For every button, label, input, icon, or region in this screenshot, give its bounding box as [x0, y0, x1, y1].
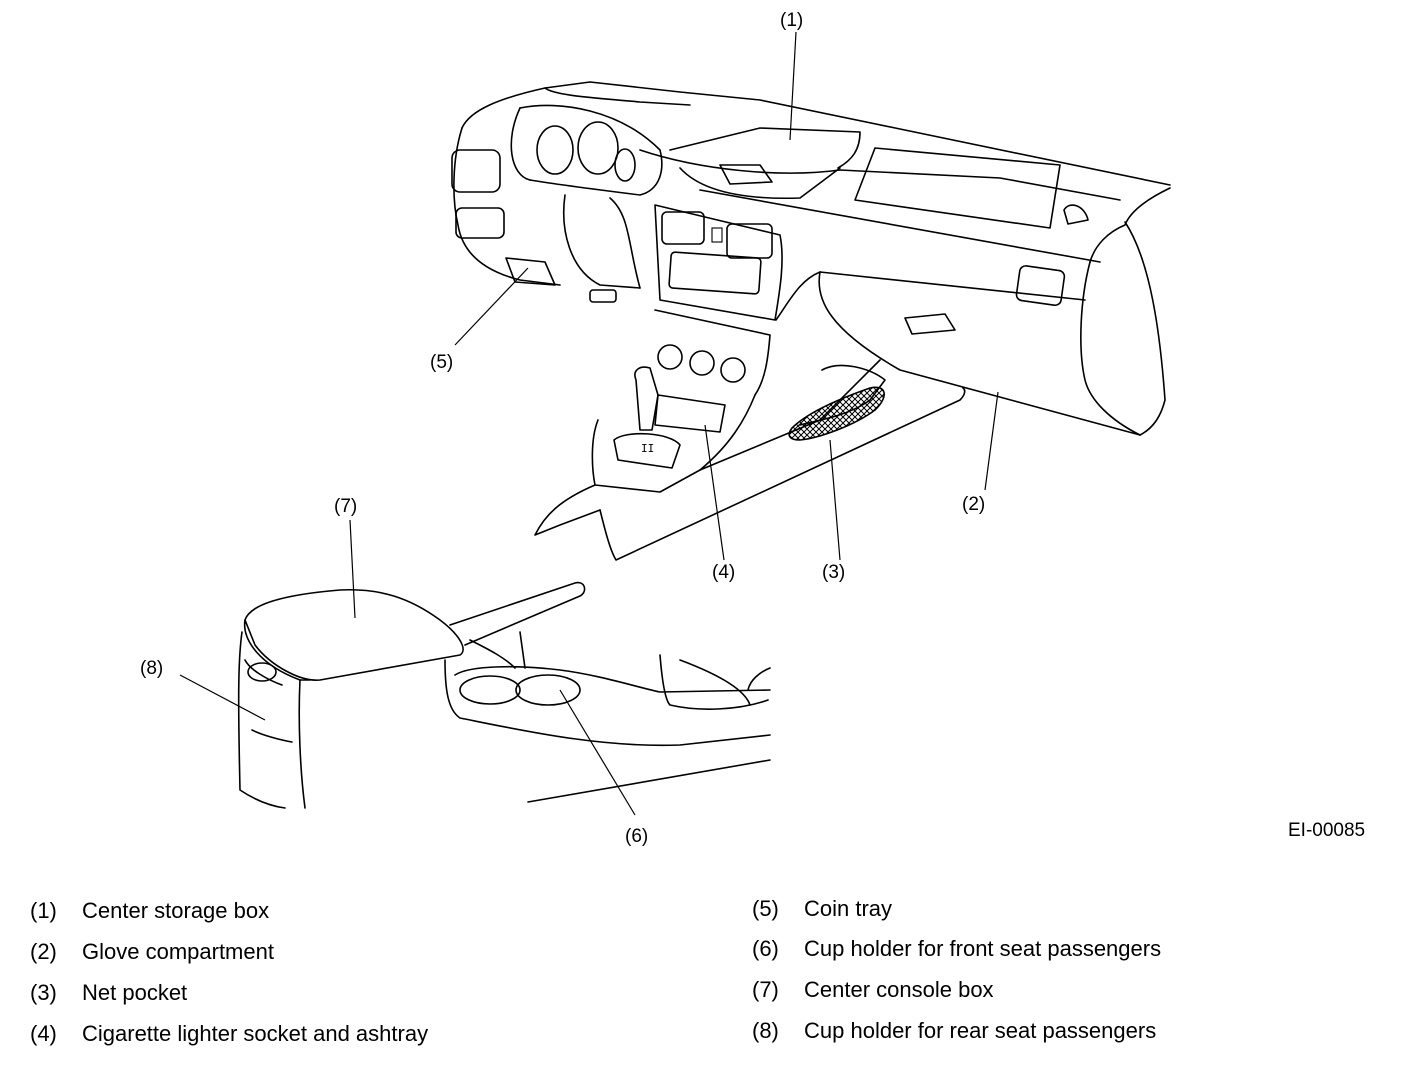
- leader-lines: [179, 31, 999, 816]
- callout-8: (8): [140, 658, 164, 679]
- legend-number: (8): [752, 1018, 779, 1043]
- center-console: [237, 581, 771, 809]
- svg-text:II: II: [641, 442, 654, 455]
- instrument-panel: II: [451, 81, 1171, 561]
- callout-5: (5): [430, 352, 454, 373]
- dashboard-illustration: II: [179, 31, 1171, 816]
- callout-1: (1): [780, 10, 804, 31]
- legend-number: (3): [30, 980, 57, 1005]
- legend-number: (5): [752, 896, 779, 921]
- callout-2: (2): [962, 494, 986, 515]
- callout-4: (4): [712, 562, 736, 583]
- legend-text: Glove compartment: [82, 939, 274, 964]
- legend-text: Cup holder for rear seat passengers: [804, 1018, 1157, 1043]
- callout-7: (7): [334, 496, 358, 517]
- legend-text: Center console box: [804, 977, 994, 1002]
- legend-number: (6): [752, 936, 779, 961]
- legend-number: (4): [30, 1021, 57, 1046]
- legend-number: (1): [30, 898, 57, 923]
- legend-text: Center storage box: [82, 898, 270, 923]
- legend-text: Cigarette lighter socket and ashtray: [82, 1021, 429, 1046]
- figure-id: EI-00085: [1288, 820, 1366, 841]
- legend-text: Cup holder for front seat passengers: [804, 936, 1162, 961]
- legend-number: (7): [752, 977, 779, 1002]
- legend-text: Coin tray: [804, 896, 893, 921]
- callout-3: (3): [822, 562, 846, 583]
- legend-number: (2): [30, 939, 57, 964]
- callout-6: (6): [625, 826, 649, 847]
- legend-text: Net pocket: [82, 980, 188, 1005]
